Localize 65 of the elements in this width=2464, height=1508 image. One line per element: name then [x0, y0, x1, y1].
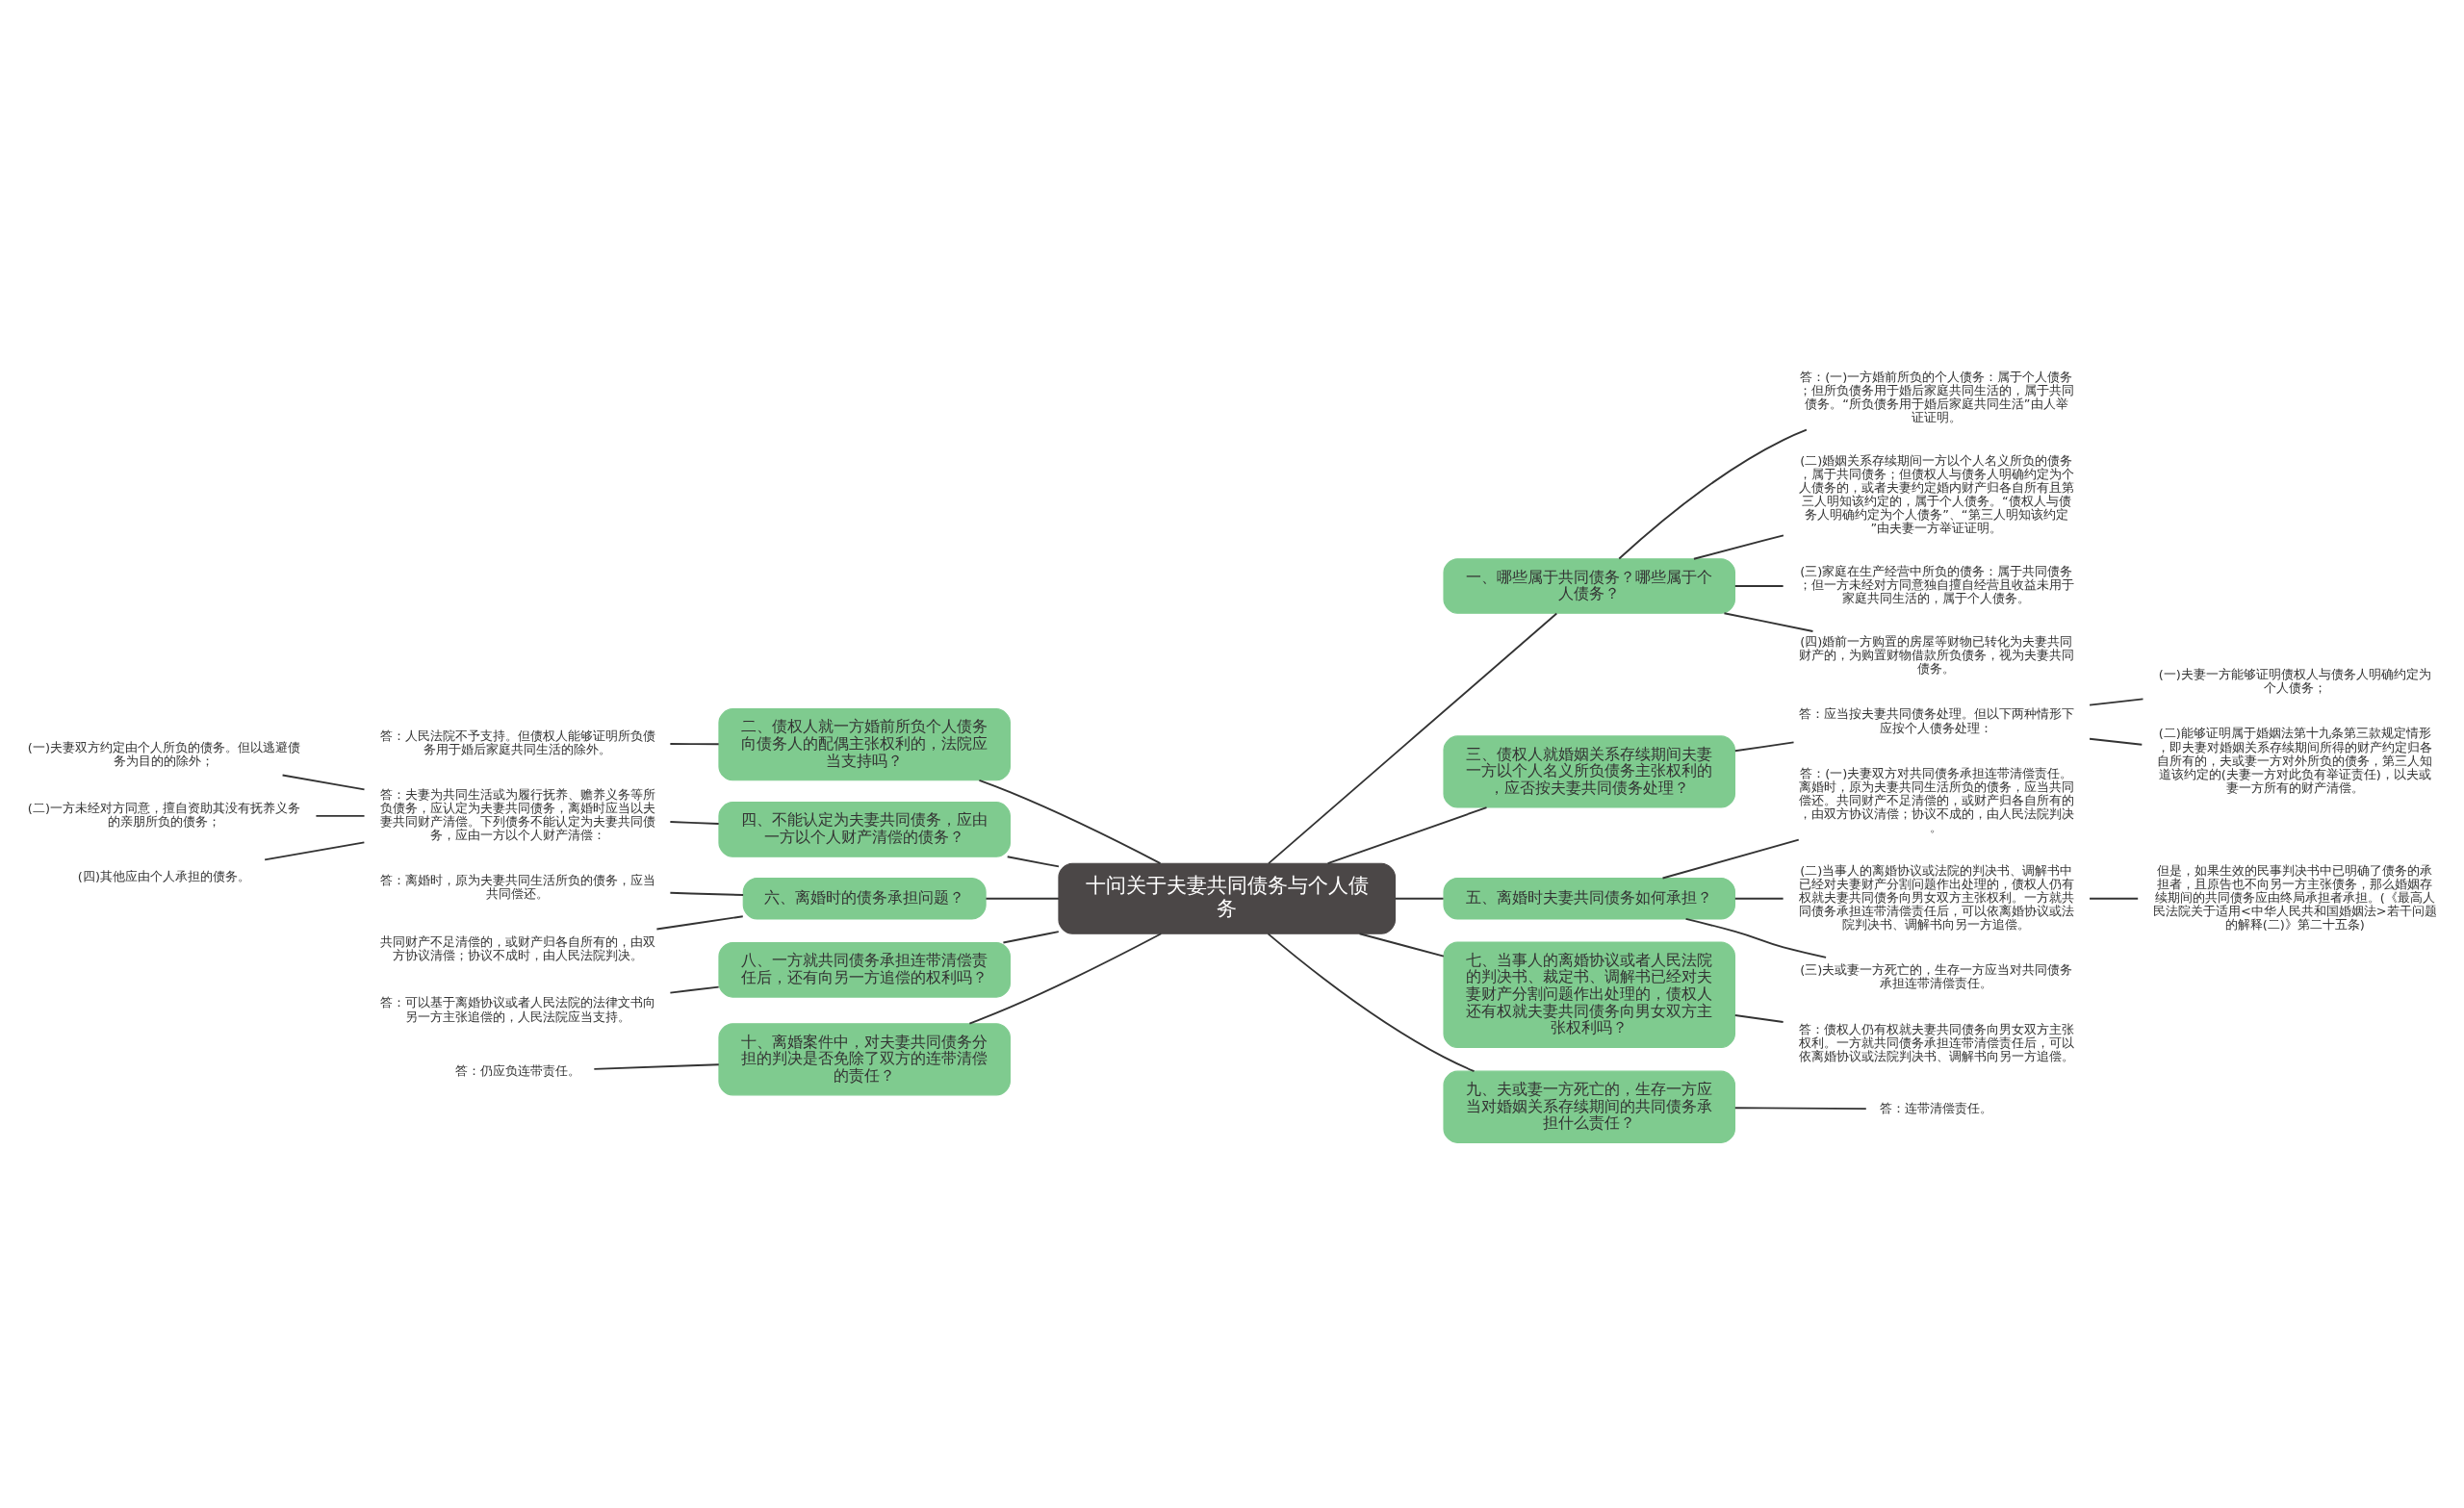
node-text: (三)家庭在生产经营中所负的债务：属于共同债务；但一方未经对方同意独自擅自经营且收益未用于家庭共同生活的，属于个人债务。	[1798, 563, 2074, 605]
node-text: 答：(一)一方婚前所负的个人债务：属于个人债务；但所负债务用于婚后家庭共同生活的，属于共同债务。“所负债务用于婚后家庭共同生活”由人举证证明。	[1798, 369, 2074, 424]
connector	[1618, 428, 1808, 559]
node-text: 答：可以基于离婚协议或者人民法院的法律文书向另一方主张追偿的，人民法院应当支持。	[379, 994, 655, 1024]
connector	[655, 914, 744, 930]
node-text: (四)婚前一方购置的房屋等财物已转化为夫妻共同财产的，为购置财物借款所负债务，视为夫妻共同债务。	[1798, 633, 2074, 676]
connector	[264, 840, 366, 860]
connector	[1006, 855, 1060, 867]
connector	[669, 820, 720, 825]
node-text: (二)婚姻关系存续期间一方以个人名义所负的债务，属于共同债务；但债权人与债务人明确约定为个人债务的，或者夫妻约定婚内财产归各自所有且第三人明知该约定的，属于个人债务。“债权人与债务人明确约定为个人债务”、“第三人明知该约定”由夫妻一方举证证明。	[1798, 452, 2074, 535]
node-box: 六、离婚时的债务承担问题？	[742, 877, 987, 919]
connector	[1394, 897, 1445, 900]
node-box: 五、离婚时夫妻共同债务如何承担？	[1443, 877, 1735, 919]
connector	[2089, 897, 2140, 900]
connector	[1358, 932, 1445, 958]
connector	[1661, 838, 1800, 879]
connector	[669, 985, 720, 993]
node-text: (三)夫或妻一方死亡的，生存一方应当对共同债务承担连带清偿责任。	[1800, 961, 2073, 990]
connector	[315, 814, 366, 817]
node-box: 二、债权人就一方婚前所负个人债务向债务人的配偶主张权利的，法院应当支持吗？	[718, 707, 1011, 780]
connector	[1733, 741, 1795, 752]
connector	[669, 742, 720, 745]
node-text: 但是，如果生效的民事判决书中已明确了债务的承担者，且原告也不向另一方主张债务，那么婚姻存续期间的共同债务应由终局承担者承担。(《最高人民法院关于适用<中华人民共和国婚姻法>若干问题的解释(二)》第二十五条)	[2152, 862, 2437, 932]
connector	[968, 932, 1163, 1025]
node-text: (一)夫妻一方能够证明债权人与债务人明确约定为个人债务；	[2158, 666, 2431, 695]
connector	[1723, 611, 1814, 632]
node-box: 八、一方就共同债务承担连带清偿责任后，还有向另一方追偿的权利吗？	[718, 941, 1011, 998]
node-text: 答：连带清偿责任。	[1880, 1100, 1993, 1115]
node-text: (二)能够证明属于婚姻法第十九条第三款规定情形，即夫妻对婚姻关系存续期间所得的财产约定归各自所有的，夫或妻一方对外所负的债务，第三人知道该约定的(夫妻一方对此负有举证责任)，以夫或妻一方所有的财产清偿。	[2157, 725, 2433, 795]
node-box: 九、夫或妻一方死亡的，生存一方应当对婚姻关系存续期间的共同债务承担什么责任？	[1443, 1070, 1735, 1143]
connector	[593, 1062, 720, 1070]
connector	[2089, 697, 2144, 706]
node-box: 四、不能认定为夫妻共同债务，应由一方以个人财产清偿的债务？	[718, 801, 1011, 857]
node-text: 答：仍应负连带责任。	[454, 1062, 580, 1078]
node-text: (二)一方未经对方同意，擅自资助其没有抚养义务的亲朋所负的债务；	[27, 800, 300, 829]
connector	[1002, 930, 1060, 943]
connector	[1268, 611, 1558, 864]
node-text: 答：夫妻为共同生活或为履行抚养、赡养义务等所负债务，应认定为夫妻共同债务，离婚时应当以夫妻共同财产清偿。下列债务不能认定为夫妻共同债务，应由一方以个人财产清偿：	[379, 786, 655, 842]
connector	[1733, 584, 1784, 587]
connector	[669, 891, 745, 896]
connector	[1692, 533, 1784, 560]
node-box: 三、债权人就婚姻关系存续期间夫妻一方以个人名义所负债务主张权利的，应否按夫妻共同债务处理？	[1443, 734, 1735, 808]
node-text: 答：应当按夫妻共同债务处理。但以下两种情形下应按个人债务处理：	[1798, 705, 2074, 735]
node-text: (二)当事人的离婚协议或法院的判决书、调解书中已经对夫妻财产分割问题作出处理的，债权人仍有权就夫妻共同债务向男女双方主张权利。一方就共同债务承担连带清偿责任后，可以依离婚协议或法院判决书、调解书向另一方追偿。	[1798, 862, 2074, 932]
node-text: 答：离婚时，原为夫妻共同生活所负的债务，应当共同偿还。	[379, 872, 655, 901]
node-box: 十、离婚案件中，对夫妻共同债务分担的判决是否免除了双方的连带清偿的责任？	[718, 1022, 1011, 1095]
node-text: 答：人民法院不予支持。但债权人能够证明所负债务用于婚后家庭共同生活的除外。	[379, 728, 655, 756]
connector	[978, 779, 1162, 864]
connector	[1733, 1013, 1784, 1023]
connector	[1733, 897, 1784, 900]
node-box: 一、哪些属于共同债务？哪些属于个人债务？	[1443, 557, 1735, 614]
node-text: (一)夫妻双方约定由个人所负的债务。但以逃避债务为目的的除外；	[27, 739, 300, 768]
connector	[2089, 737, 2143, 746]
connector	[281, 774, 366, 790]
connector	[1267, 932, 1476, 1072]
node-text: (四)其他应由个人承担的债务。	[77, 868, 250, 883]
connector	[1733, 1106, 1867, 1110]
connector	[1684, 917, 1827, 958]
node-box: 十问关于夫妻共同债务与个人债务	[1058, 862, 1397, 934]
connector	[985, 897, 1060, 900]
node-text: 答：债权人仍有权就夫妻共同债务向男女双方主张权利。一方就共同债务承担连带清偿责任后，可以依离婚协议或法院判决书、调解书向另一方追偿。	[1798, 1021, 2074, 1063]
node-box: 七、当事人的离婚协议或者人民法院的判决书、裁定书、调解书已经对夫妻财产分割问题作出处理的，债权人还有权就夫妻共同债务向男女双方主张权利吗？	[1443, 940, 1735, 1048]
node-text: 共同财产不足清偿的，或财产归各自所有的，由双方协议清偿；协议不成时，由人民法院判决。	[379, 933, 655, 962]
connector	[1326, 805, 1488, 864]
node-text: 答：(一)夫妻双方对共同债务承担连带清偿责任。离婚时，原为夫妻共同生活所负的债务，应当共同偿还。共同财产不足清偿的，或财产归各自所有的，由双方协议清偿；协议不成的，由人民法院判决。	[1798, 765, 2074, 834]
